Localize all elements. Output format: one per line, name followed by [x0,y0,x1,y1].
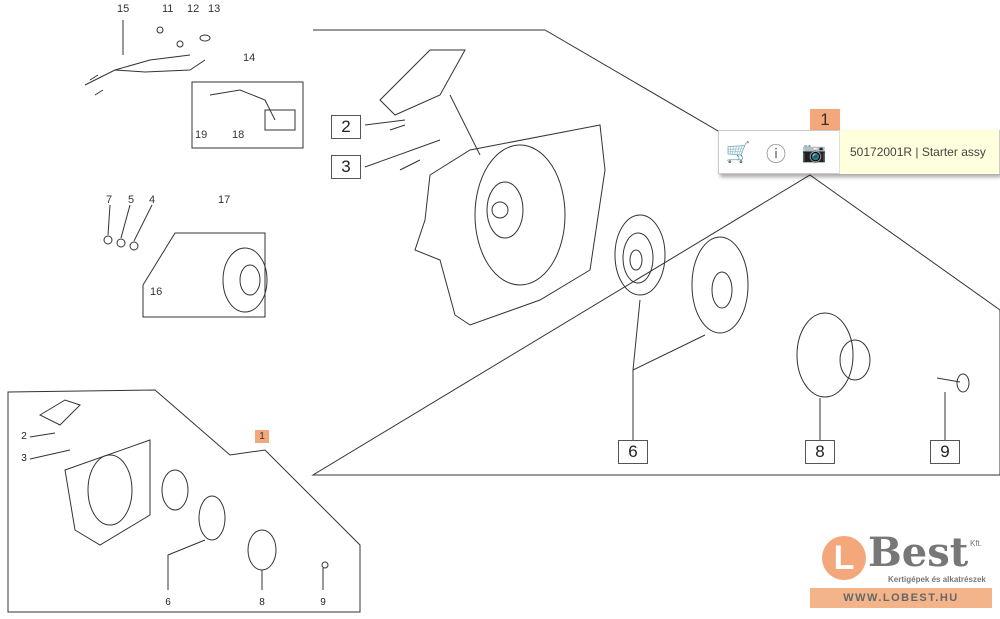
thumb-label-2[interactable]: 2 [21,431,27,442]
cart-icon[interactable]: 🛒 [725,141,751,164]
part-tooltip: 50172001R | Starter assy [839,130,999,174]
part-label-17[interactable]: 17 [218,194,231,206]
logo-url[interactable]: WWW.LOBEST.HU [810,588,992,608]
thumbnail-drawing [29,399,329,590]
frame-14 [191,81,304,149]
lobest-logo[interactable]: L Best Kft. Kertigépek és alkatrészek WW… [810,529,992,609]
spring-cover-drawing [691,236,749,334]
spring-drawing [614,214,666,296]
logo-brand: Best [868,529,969,576]
part-label-6[interactable]: 6 [618,440,648,464]
starter-housing-drawing [379,49,606,326]
part-label-1-highlighted[interactable]: 1 [810,109,840,131]
part-label-18[interactable]: 18 [232,129,245,141]
info-icon[interactable]: ⓘ [766,143,786,166]
part-label-2[interactable]: 2 [331,115,361,139]
part-popup: 🛒 ⓘ 📷 50172001R | Starter assy [718,130,1000,174]
flywheel-drawing [222,247,268,313]
part-label-14[interactable]: 14 [243,52,256,64]
camera-icon[interactable]: 📷 [801,141,827,164]
part-label-4[interactable]: 4 [149,194,156,206]
part-label-12[interactable]: 12 [187,3,200,15]
pulley-drawing [796,312,871,398]
part-label-15[interactable]: 15 [117,3,130,15]
part-label-3[interactable]: 3 [331,155,361,179]
main-frame [311,29,1000,476]
part-label-19[interactable]: 19 [195,129,208,141]
logo-tagline: Kertigépek és alkatrészek [888,575,986,584]
part-label-13[interactable]: 13 [208,3,221,15]
logo-suffix: Kft. [970,539,983,548]
thumb-label-6[interactable]: 6 [165,597,171,608]
frame-17 [142,232,266,318]
logo-mark: L [822,536,866,580]
part-label-5[interactable]: 5 [128,194,135,206]
part-label-8[interactable]: 8 [805,440,835,464]
thumb-label-8[interactable]: 8 [259,597,265,608]
part-label-11[interactable]: 11 [162,3,174,15]
thumb-label-3[interactable]: 3 [21,453,27,464]
thumb-label-9[interactable]: 9 [320,597,326,608]
part-label-7[interactable]: 7 [106,194,113,206]
thumbnail-frame [7,389,361,613]
screw-drawing [936,373,970,393]
wiring-drawing [84,20,211,96]
part-label-9[interactable]: 9 [930,440,960,464]
thumb-label-1[interactable]: 1 [255,430,269,443]
part-label-16[interactable]: 16 [150,286,163,298]
